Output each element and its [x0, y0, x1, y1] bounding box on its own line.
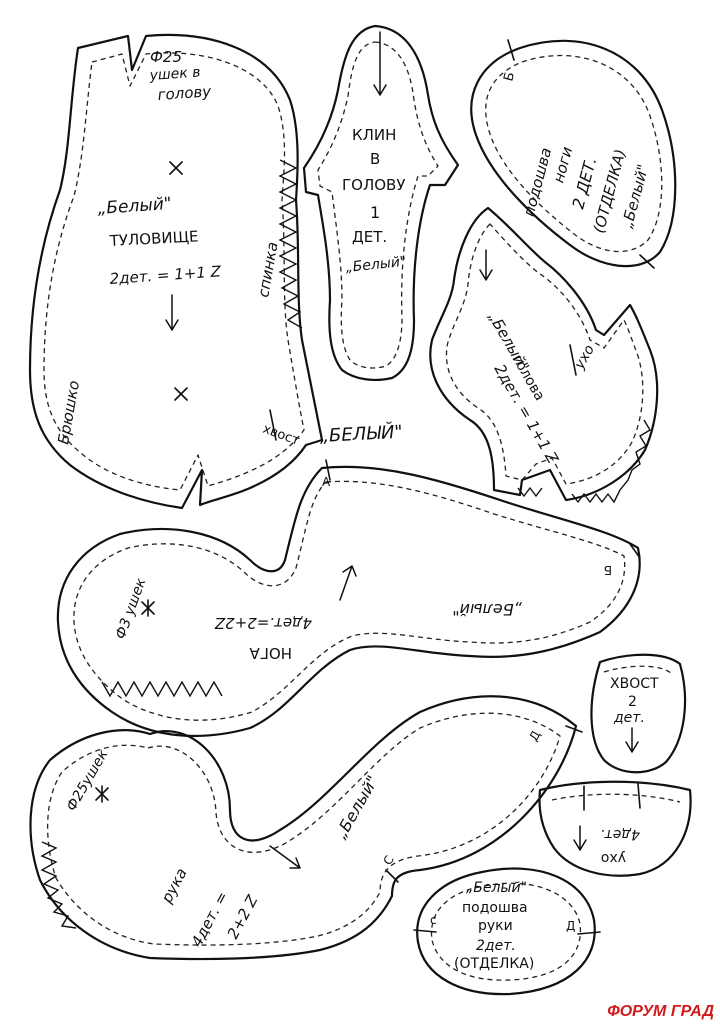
hand-sole-mark-d: Д — [566, 919, 575, 933]
body-count: 2дет. = 1+1 Z — [109, 262, 222, 288]
leg-title: НОГА — [249, 644, 292, 662]
body-title: ТУЛОВИЩЕ — [108, 227, 199, 250]
body-eye-note-2: ушек в — [148, 64, 201, 84]
leg-notch-b — [629, 543, 641, 559]
leg-zigzag-toe — [101, 680, 223, 698]
tail-line-1: ХВОСТ — [610, 676, 659, 692]
ear-count: 4дет. — [600, 826, 640, 842]
center-name-label: „БЕЛЫЙ" — [319, 421, 403, 447]
hand-sole-mark-c: с — [430, 913, 437, 927]
arm-seam-line — [46, 712, 561, 946]
head-grain-arrow — [479, 249, 493, 281]
body-back-label: спинка — [254, 241, 281, 299]
body-grain-arrow — [165, 294, 179, 331]
head-wedge-line-3: ГОЛОВУ — [342, 176, 405, 194]
foot-sole-mark-b: Б — [501, 71, 518, 84]
arm-zigzag-paw — [40, 841, 77, 929]
hand-sole-line-4: 2дет. — [476, 938, 516, 954]
head-wedge-line-1: КЛИН — [352, 126, 396, 144]
arm-notch-d — [565, 725, 583, 733]
head-zigzag-chin — [517, 419, 651, 504]
head-wedge-line-2: В — [370, 150, 380, 168]
head-wedge-grain-arrow — [373, 31, 387, 96]
foot-sole-line-3: 2 ДЕТ. — [568, 155, 600, 211]
foot-sole-notch-bottom — [639, 254, 655, 269]
body-outline — [28, 33, 324, 510]
hand-sole-outline — [416, 867, 596, 996]
head-piece: „Белый" голова 2дет. = 1+1 Z ухо — [429, 206, 659, 504]
hand-sole-notch-left — [413, 929, 437, 933]
body-eye-note-1: Ф25 — [150, 48, 182, 66]
body-eye-star-1 — [169, 161, 183, 175]
head-wedge-name-label: „Белый" — [345, 254, 407, 276]
ear-title: ухо — [601, 850, 626, 866]
ear-grain-arrow — [573, 825, 587, 851]
hand-sole-line-2: подошва — [462, 900, 528, 916]
body-eye-note-3: голову — [157, 82, 213, 104]
ear-outline — [538, 780, 692, 877]
leg-grain-arrow — [339, 565, 357, 601]
foot-sole-piece: подошва ноги 2 ДЕТ. (ОТДЕЛКА) „Белый" Б — [470, 39, 677, 269]
watermark-text: ФОРУМ ГРАД — [607, 1003, 714, 1020]
hand-sole-piece: „Белый" подошва руки 2дет. (ОТДЕЛКА) с Д — [413, 867, 601, 996]
arm-mark-d: Д — [526, 728, 543, 743]
body-zigzag-back — [278, 159, 303, 329]
head-wedge-line-5: ДЕТ. — [352, 228, 387, 246]
leg-mark-b: Б — [604, 563, 612, 577]
hand-sole-notch-right — [577, 931, 601, 935]
body-seam-line — [43, 52, 305, 491]
foot-sole-outline — [470, 39, 677, 268]
leg-mark-a: А — [322, 475, 331, 489]
leg-piece: Ф3 ушек НОГА 4дет.=2+2Z „Белый" А Б — [56, 459, 641, 738]
body-piece: „Белый" ТУЛОВИЩЕ 2дет. = 1+1 Z Ф25 ушек … — [28, 33, 324, 510]
arm-outline — [29, 695, 578, 961]
leg-eye-star — [141, 599, 155, 617]
arm-eye-star — [95, 785, 109, 803]
leg-notch-a — [325, 459, 331, 481]
hand-sole-line-1: „Белый" — [466, 880, 527, 896]
arm-count-1: 4дет. = — [188, 888, 232, 949]
leg-count: 4дет.=2+2Z — [214, 614, 312, 632]
arm-title: рука — [157, 865, 191, 907]
hand-sole-line-3: руки — [478, 918, 513, 934]
ear-seam-line — [551, 793, 681, 803]
tail-line-2: 2 — [628, 694, 637, 710]
ear-notch-right — [637, 783, 641, 809]
body-eye-star-2 — [174, 387, 188, 401]
body-name-label: „Белый" — [97, 194, 172, 219]
foot-sole-seam-line — [485, 54, 663, 253]
leg-eye-note: Ф3 ушек — [113, 576, 150, 642]
head-wedge-line-4: 1 — [370, 203, 380, 222]
head-seam-line — [445, 223, 644, 485]
tail-grain-arrow — [625, 727, 639, 753]
head-wedge-seam-line — [317, 41, 439, 369]
leg-seam-line — [73, 480, 626, 721]
arm-mark-c: С — [380, 853, 396, 867]
body-belly-label: Брюшко — [54, 379, 83, 446]
body-tail-notch-mark — [269, 409, 277, 441]
tail-seam-line — [603, 665, 673, 675]
head-wedge-piece: КЛИН В ГОЛОВУ 1 ДЕТ. „Белый" — [302, 24, 460, 381]
tail-line-3: дет. — [613, 710, 645, 726]
site-watermark: ФОРУМ ГРАД — [607, 1003, 714, 1020]
leg-outline — [56, 465, 641, 738]
hand-sole-line-5: (ОТДЕЛКА) — [454, 956, 534, 972]
arm-notch-c — [385, 869, 399, 883]
head-outline — [429, 206, 659, 502]
head-wedge-outline — [302, 24, 460, 381]
leg-name-label: „Белый" — [452, 600, 522, 619]
arm-eye-note: Ф25ушек — [64, 747, 112, 814]
arm-grain-arrow — [269, 845, 301, 869]
tail-outline — [590, 653, 687, 774]
ear-piece: ухо 4дет. — [538, 780, 692, 877]
foot-sole-line-1: подошва — [520, 146, 556, 219]
body-tail-label: хвост — [261, 422, 302, 449]
tail-piece: ХВОСТ 2 дет. — [590, 653, 687, 774]
head-ear-notch — [569, 344, 577, 376]
foot-sole-notch-top — [507, 39, 515, 61]
